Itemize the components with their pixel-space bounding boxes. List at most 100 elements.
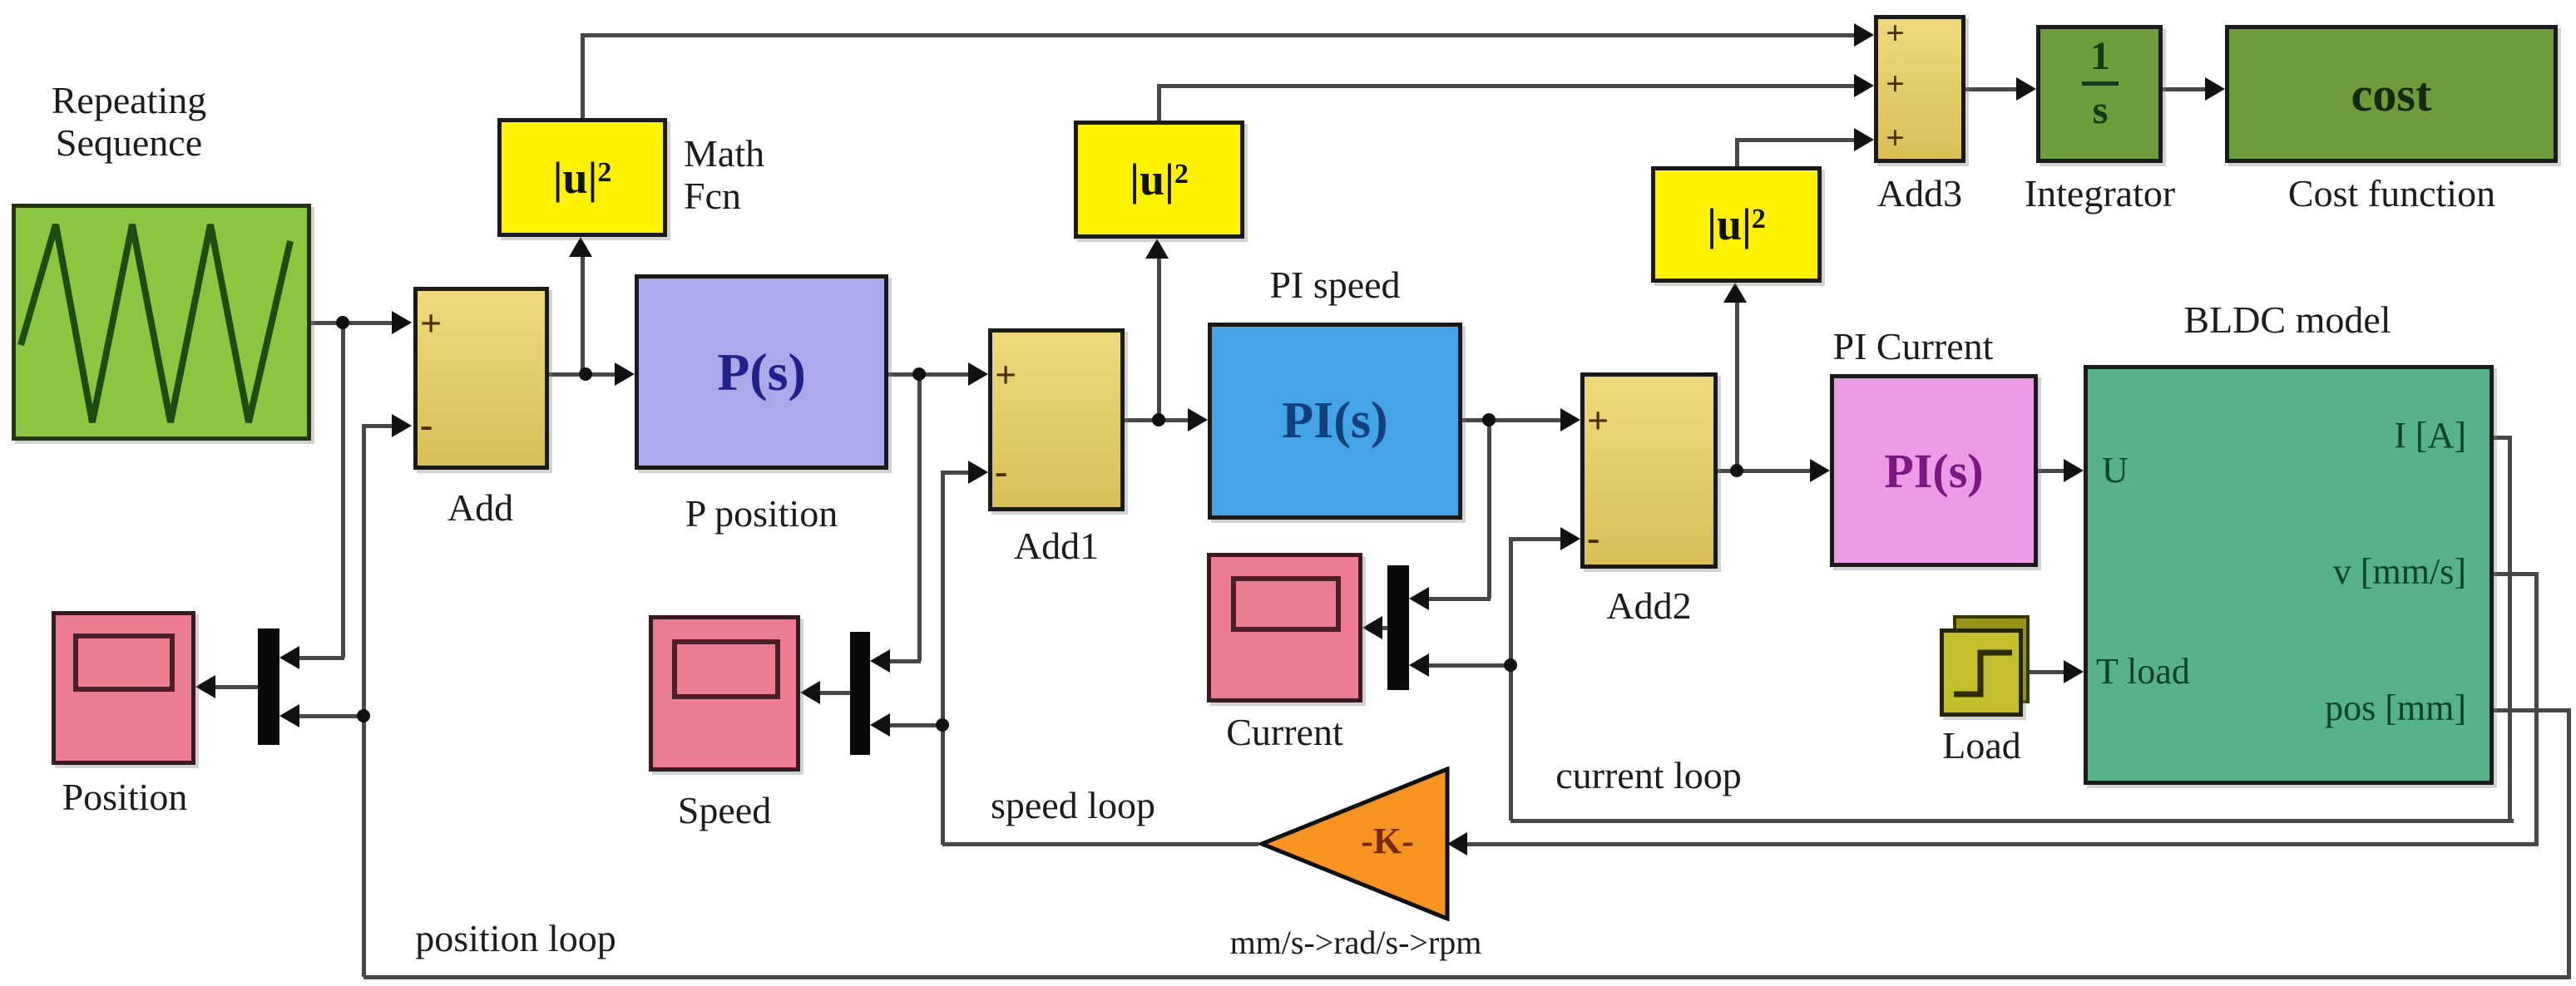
junction-curerr	[1730, 464, 1743, 477]
wire-current-loop	[1510, 819, 2514, 823]
current-loop-label: current loop	[1555, 754, 1742, 796]
wire-ref-out	[311, 321, 394, 325]
add-plus-sign: +	[420, 302, 443, 344]
wire-add1-minus-in	[942, 471, 970, 475]
arrow-into-add-minus	[392, 414, 412, 437]
position-mux[interactable]	[258, 629, 279, 745]
math-fcn-block[interactable]: |u|2	[497, 118, 667, 237]
add1-plus-sign: +	[995, 353, 1017, 396]
wire-v-down	[2534, 572, 2539, 845]
integrator-label: Integrator	[2024, 172, 2176, 214]
add1-block[interactable]	[988, 328, 1125, 511]
arrow-into-speedscope	[800, 681, 820, 704]
wire-curmux-in2	[1428, 663, 1512, 668]
pi-current-label: PI Current	[1832, 325, 1994, 367]
add3-block[interactable]	[1874, 15, 1965, 163]
wire-speedmux-in1	[889, 659, 921, 663]
add2-label: Add2	[1606, 584, 1692, 627]
wire-usq1-to-add3	[585, 33, 1855, 37]
arrow-into-add2-plus	[1560, 408, 1580, 431]
junction-poserr	[579, 367, 592, 381]
load-label: Load	[1942, 724, 2021, 767]
repeating-sequence-label: Repeating Sequence	[51, 79, 207, 164]
add2-block[interactable]	[1580, 372, 1718, 569]
wire-usq2-to-add3	[1159, 84, 1855, 88]
bldc-port-i: I [A]	[2394, 415, 2466, 456]
wire-speedmux-in2	[889, 723, 944, 727]
bldc-port-v: v [mm/s]	[2332, 551, 2466, 592]
current-mux[interactable]	[1387, 565, 1409, 690]
arrow-into-curmux-2	[1409, 653, 1429, 677]
wire-curmux-in1	[1428, 597, 1491, 601]
wire-usq3-top	[1735, 138, 1739, 166]
wire-i-out	[2494, 436, 2512, 440]
add1-label: Add1	[1013, 525, 1100, 567]
load-block[interactable]	[1940, 629, 2023, 717]
usq3-block[interactable]: |u|2	[1651, 166, 1822, 283]
speed-mux[interactable]	[850, 632, 870, 755]
arrow-into-usq1	[569, 237, 592, 257]
pi-speed-label: PI speed	[1269, 264, 1401, 306]
scope-screen-icon	[73, 634, 175, 692]
wire-speedscope-in	[819, 691, 852, 695]
junction-speederr	[1152, 413, 1165, 426]
arrow-into-posscope	[195, 675, 215, 698]
arrow-into-add3-1	[1854, 23, 1874, 47]
wire-usq1-riser	[581, 257, 585, 374]
math-fcn-label: Math Fcn	[684, 132, 765, 217]
add2-plus-sign: +	[1587, 399, 1609, 441]
bldc-model-block[interactable]	[2084, 365, 2494, 785]
pi-speed-block[interactable]: PI(s)	[1208, 323, 1462, 520]
arrow-into-bldc-tload	[2064, 660, 2084, 683]
arrow-into-add3-3	[1854, 128, 1874, 151]
triangle-wave-icon	[17, 223, 294, 423]
wire-pos-out	[2494, 708, 2571, 712]
pi-current-block[interactable]: PI(s)	[1830, 374, 2038, 567]
cost-function-block[interactable]: cost	[2225, 25, 2558, 163]
arrow-into-integrator	[2016, 77, 2036, 101]
arrow-into-pic	[1810, 459, 1830, 482]
p-position-block[interactable]: P(s)	[635, 274, 888, 470]
scope-screen-icon	[1231, 576, 1341, 632]
wire-usq1-top	[581, 33, 585, 118]
add-block[interactable]	[413, 287, 549, 470]
cost-function-label: Cost function	[2287, 172, 2496, 214]
wire-v-out	[2494, 572, 2539, 576]
junction-curfb	[1504, 658, 1517, 672]
arrow-into-add3-2	[1854, 74, 1874, 97]
speed-loop-label: speed loop	[990, 784, 1155, 826]
arrow-into-usq2	[1145, 239, 1169, 259]
wire-load-out	[2023, 670, 2064, 674]
add-minus-sign: -	[420, 403, 433, 446]
wire-usq2-riser	[1157, 259, 1161, 420]
arrow-into-p	[615, 362, 635, 386]
wire-ref-drop	[341, 321, 345, 658]
position-loop-label: position loop	[415, 917, 616, 959]
wire-usq2-top	[1157, 84, 1161, 121]
wire-posmux-in1	[299, 656, 344, 660]
arrow-into-pis	[1188, 408, 1208, 431]
add3-plus3-sign: +	[1886, 119, 1905, 156]
wire-pos-down	[2567, 708, 2571, 978]
current-scope-label: Current	[1226, 711, 1343, 753]
p-position-label: P position	[685, 492, 838, 535]
wire-curfb-riser	[1509, 537, 1513, 821]
usq2-block[interactable]: |u|2	[1074, 121, 1244, 239]
bldc-port-u: U	[2102, 450, 2129, 491]
gain-label: mm/s->rad/s->rpm	[1229, 924, 1482, 961]
scope-screen-icon	[672, 639, 780, 699]
wire-gain-out	[942, 842, 1258, 846]
junction-speedfb	[936, 718, 949, 732]
gain-block[interactable]	[1258, 767, 1450, 921]
speed-scope-block[interactable]	[649, 615, 800, 772]
wire-add-minus-in	[363, 424, 393, 428]
add2-minus-sign: -	[1587, 516, 1600, 559]
repeating-sequence-block[interactable]	[12, 204, 311, 441]
position-scope-block[interactable]	[52, 611, 195, 765]
arrow-into-posmux-1	[279, 646, 299, 669]
wire-i-down	[2508, 436, 2512, 821]
wire-integrator-out	[2163, 87, 2206, 91]
current-scope-block[interactable]	[1207, 553, 1362, 703]
integrator-block[interactable]	[2036, 25, 2163, 163]
